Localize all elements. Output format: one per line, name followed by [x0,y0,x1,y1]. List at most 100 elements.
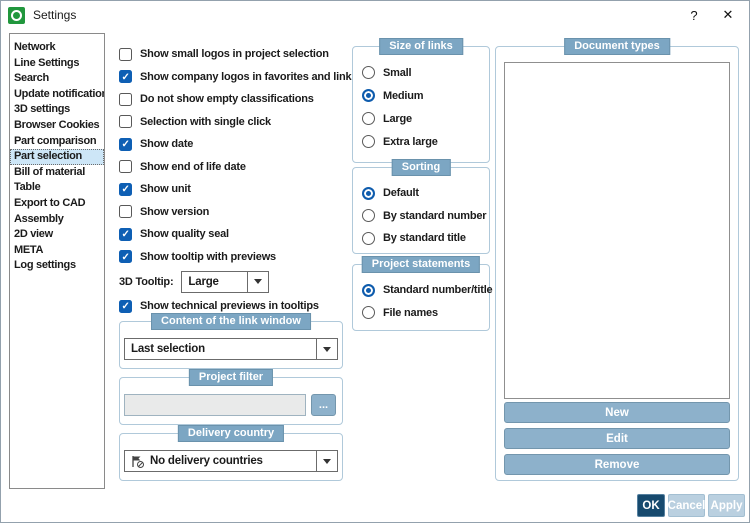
checkbox-row[interactable]: Show end of life date [119,156,351,179]
settings-category-list: Network Line Settings Search Update noti… [9,33,105,489]
radio-button[interactable] [362,66,375,79]
checkbox[interactable] [119,160,132,174]
radio-button[interactable] [362,186,375,200]
checkbox[interactable] [119,299,132,313]
delivery-country-combobox[interactable]: No delivery countries [124,450,338,472]
checkbox[interactable] [119,47,132,61]
radio-row[interactable]: File names [362,302,485,325]
checkbox[interactable] [119,182,132,196]
sidebar-item[interactable]: Export to CAD [10,196,104,212]
checkbox-label: Show end of life date [140,160,246,173]
checkbox-label: Show date [140,138,194,151]
radio-row[interactable]: Medium [362,84,485,107]
sidebar-item[interactable]: Line Settings [10,56,104,72]
checkbox-row[interactable]: Selection with single click [119,111,351,134]
radio-button[interactable] [362,231,375,245]
help-button[interactable]: ? [677,2,711,28]
sidebar-item[interactable]: Part selection [10,149,104,165]
radio-row[interactable]: By standard number [362,205,487,228]
radio-button[interactable] [362,89,375,102]
checkbox-row[interactable]: Show quality seal [119,223,351,246]
radio-row[interactable]: Small [362,61,485,84]
window-title: Settings [33,8,77,22]
sidebar-item[interactable]: Assembly [10,212,104,228]
remove-button[interactable]: Remove [504,454,730,475]
project-filter-input[interactable] [124,394,306,416]
apply-button[interactable]: Apply [708,494,745,517]
sidebar-item[interactable]: 2D view [10,227,104,243]
document-types-group: Document types New Edit Remove [495,38,739,481]
delivery-country-group: Delivery country No delivery countries [119,425,343,481]
sidebar-item-label: Assembly [14,212,64,225]
group-title: Sorting [391,159,451,176]
sidebar-item[interactable]: Part comparison [10,134,104,150]
browse-button[interactable]: ... [311,394,336,416]
checkbox-row[interactable]: Show company logos in favorites and link… [119,66,358,89]
chevron-down-icon[interactable] [316,339,337,359]
radio-label: Extra large [383,135,438,148]
radio-button[interactable] [362,306,375,320]
checkbox-label: Show company logos in favorites and link… [140,70,358,83]
sidebar-item[interactable]: Update notification [10,87,104,103]
checkbox-label: Show tooltip with previews [140,250,276,263]
radio-row[interactable]: Large [362,107,485,130]
radio-button[interactable] [362,135,375,148]
checkbox-row[interactable]: Show small logos in project selection [119,43,351,66]
sidebar-item-label: 3D settings [14,103,70,116]
checkbox[interactable] [119,92,132,106]
sidebar-item[interactable]: Search [10,71,104,87]
sidebar-item[interactable]: Network [10,40,104,56]
close-button[interactable]: ✕ [711,2,745,28]
checkbox-label: Do not show empty classifications [140,93,314,106]
cancel-button[interactable]: Cancel [668,494,705,517]
checkbox[interactable] [119,70,132,84]
checkbox-row[interactable]: Show unit [119,178,351,201]
radio-row[interactable]: By standard title [362,227,485,250]
new-button[interactable]: New [504,402,730,423]
group-title: Project statements [361,256,481,273]
sidebar-item-label: Update notification [14,87,105,100]
sidebar-item[interactable]: Log settings [10,258,104,274]
checkbox-row[interactable]: Show tooltip with previews [119,246,351,269]
sidebar-item[interactable]: Browser Cookies [10,118,104,134]
radio-label: File names [383,306,438,319]
sidebar-item[interactable]: Bill of material [10,165,104,181]
sidebar-item-label: 2D view [14,228,53,241]
app-icon [8,6,25,24]
3d-tooltip-combobox[interactable]: Large [181,270,270,293]
checkbox[interactable] [119,137,132,151]
checkbox[interactable] [119,115,132,129]
checkbox[interactable] [119,205,132,219]
radio-row[interactable]: Standard number/title [362,279,493,302]
radio-button[interactable] [362,209,375,223]
ok-button[interactable]: OK [637,494,665,517]
edit-button[interactable]: Edit [504,428,730,449]
combobox-value: Large [188,275,219,288]
checkbox-row[interactable]: Show date [119,133,351,156]
sorting-group: Sorting Default By standard number By st… [352,159,490,254]
radio-label: Default [383,187,419,200]
link-window-combobox[interactable]: Last selection [124,338,338,360]
sidebar-item-label: Part comparison [14,134,97,147]
checkbox-row[interactable]: Show version [119,201,351,224]
no-delivery-flag-icon [131,455,144,468]
radio-row[interactable]: Extra large [362,130,485,153]
project-statements-group: Project statements Standard number/title… [352,256,493,331]
size-of-links-group: Size of links Small Medium Large [352,38,490,163]
checkbox-label: Show small logos in project selection [140,48,329,61]
radio-button[interactable] [362,283,375,297]
radio-row[interactable]: Default [362,182,485,205]
document-types-list[interactable] [504,62,730,399]
chevron-down-icon[interactable] [247,271,269,292]
sidebar-item[interactable]: 3D settings [10,102,104,118]
help-icon: ? [690,7,698,23]
sidebar-item[interactable]: META [10,243,104,259]
checkbox[interactable] [119,227,132,241]
chevron-down-icon[interactable] [316,451,337,471]
radio-button[interactable] [362,112,375,125]
checkbox-row[interactable]: Do not show empty classifications [119,88,351,111]
sidebar-item[interactable]: Table [10,180,104,196]
checkbox[interactable] [119,250,132,264]
checkbox-row[interactable]: Show technical previews in tooltips [119,295,351,318]
